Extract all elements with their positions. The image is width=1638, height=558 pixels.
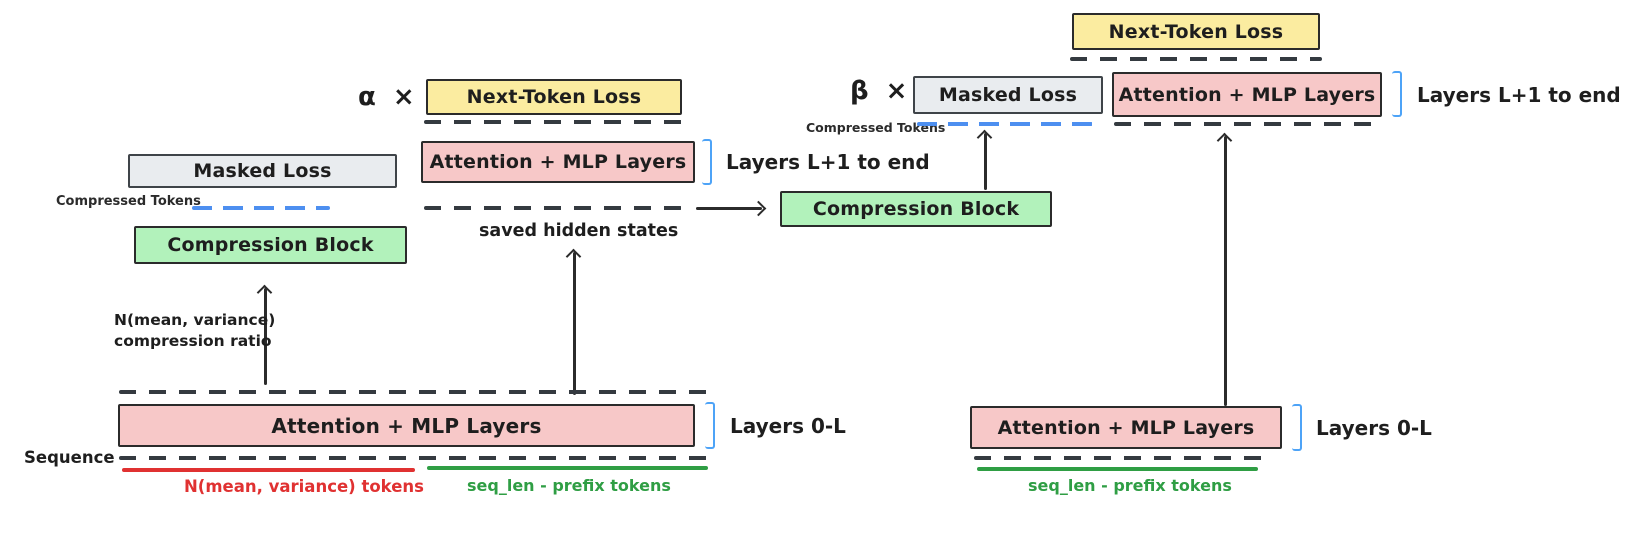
arrow-saved-states-to-compression [696, 207, 762, 210]
dashed-token-row [424, 120, 684, 124]
next-token-loss-box-left: Next-Token Loss [426, 79, 682, 115]
prefix-tokens-underline-right [977, 467, 1258, 471]
sequence-dashes-bottom-right [974, 456, 1266, 460]
dashed-token-row-right-top [1070, 57, 1322, 61]
compressed-tokens-label-left: Compressed Tokens [56, 194, 201, 209]
hidden-states-dashes-right [1114, 122, 1384, 126]
compressed-tokens-label-right: Compressed Tokens [806, 120, 946, 135]
prefix-tokens-label-right: seq_len - prefix tokens [1028, 476, 1232, 495]
compression-ratio-line2: compression ratio [114, 332, 272, 350]
layers-bracket-lower-right [1292, 404, 1302, 451]
compression-block-box-right: Compression Block [780, 191, 1052, 227]
compressed-tokens-dashes-left [192, 206, 330, 210]
layers-upper-label-left: Layers L+1 to end [726, 150, 930, 174]
sequence-label: Sequence [24, 448, 115, 467]
sequence-dashes-bottom-left [119, 456, 712, 460]
next-token-loss-box-right: Next-Token Loss [1072, 13, 1320, 50]
layers-bracket-upper-left [702, 139, 712, 185]
layers-lower-label-right: Layers 0-L [1316, 416, 1432, 440]
attention-mlp-upper-box-left: Attention + MLP Layers [421, 141, 695, 183]
attention-mlp-upper-box-right: Attention + MLP Layers [1112, 72, 1382, 117]
compression-ratio-label: N(mean, variance) compression ratio [114, 310, 275, 352]
layers-bracket-upper-right [1392, 71, 1402, 117]
variance-tokens-label: N(mean, variance) tokens [184, 477, 424, 496]
attention-mlp-lower-box-right: Attention + MLP Layers [970, 406, 1282, 449]
alpha-weight-label: α × [358, 82, 419, 112]
arrow-up-compressed-tokens-right [984, 133, 987, 190]
prefix-tokens-label-left: seq_len - prefix tokens [467, 476, 671, 495]
hidden-states-dashes-left [424, 206, 682, 210]
prefix-tokens-underline-left [427, 466, 708, 470]
arrow-up-saved-hidden-states [573, 252, 576, 395]
attention-mlp-lower-box-left: Attention + MLP Layers [118, 404, 695, 447]
compressed-tokens-dashes-right [917, 122, 1093, 126]
compression-block-box-left: Compression Block [134, 226, 407, 264]
compression-ratio-line1: N(mean, variance) [114, 311, 276, 329]
layers-upper-label-right: Layers L+1 to end [1417, 83, 1621, 107]
variance-tokens-underline [122, 468, 415, 472]
layers-lower-label-left: Layers 0-L [730, 414, 846, 438]
arrow-up-compression-ratio [264, 288, 267, 385]
sequence-dashes-top-left [119, 390, 712, 394]
masked-loss-box-left: Masked Loss [128, 154, 397, 188]
beta-weight-label: β × [850, 76, 912, 106]
arrow-up-prefix-tokens-right [1224, 136, 1227, 406]
layers-bracket-lower-left [705, 402, 715, 449]
masked-loss-box-right: Masked Loss [913, 76, 1103, 114]
saved-hidden-states-label: saved hidden states [479, 221, 679, 241]
